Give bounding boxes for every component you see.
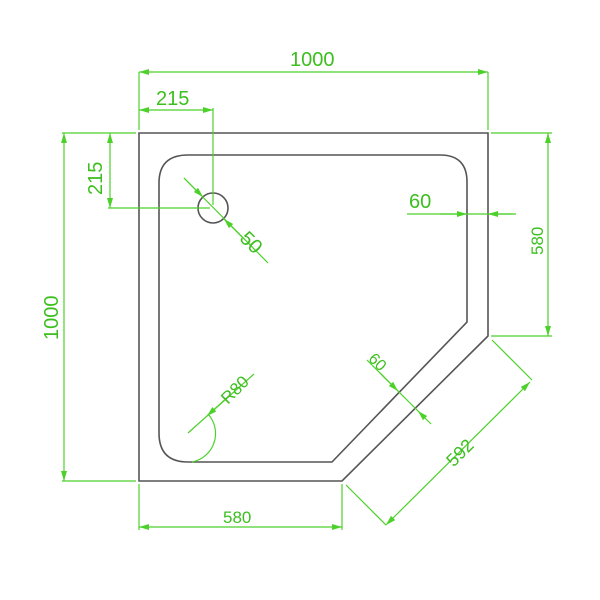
rim-width-side-label: 60 (409, 191, 432, 213)
overall-width-label: 1000 (290, 49, 335, 71)
overall-height-label: 1000 (41, 295, 63, 341)
drain-offset-x-label: 215 (156, 88, 190, 110)
tray-inner-outline (158, 154, 468, 463)
right-side-length-label: 580 (528, 226, 547, 255)
drain-offset-y-label: 215 (85, 161, 107, 195)
bottom-side-length-label: 580 (223, 508, 252, 527)
